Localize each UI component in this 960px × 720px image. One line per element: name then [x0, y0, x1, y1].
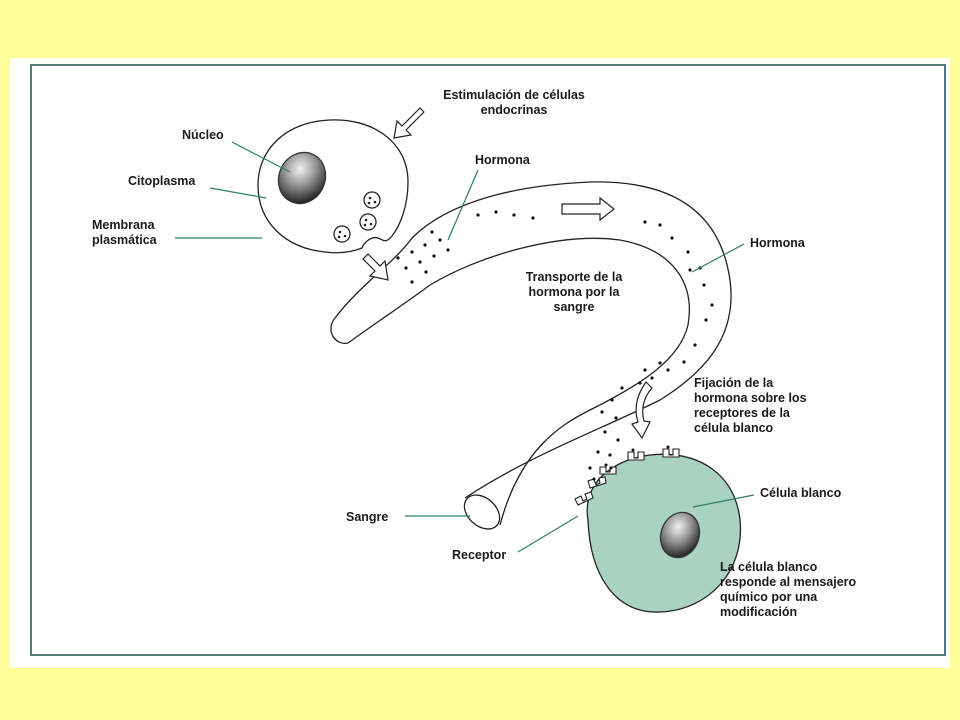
- receptor-shape: [662, 448, 680, 458]
- blood-vessel: [330, 181, 732, 530]
- label-cytoplasm: Citoplasma: [128, 174, 196, 188]
- flow-arrow-right: [561, 196, 615, 222]
- secretory-vesicles: [333, 191, 381, 243]
- label-receptor: Receptor: [452, 548, 507, 562]
- label-target-cell: Célula blanco: [760, 486, 842, 500]
- label-response: La célula blanco responde al mensajero q…: [720, 560, 857, 619]
- leader-lines: [175, 141, 755, 553]
- receptor-shape: [627, 451, 645, 461]
- label-binding: Fijación de la hormona sobre los recepto…: [694, 376, 807, 435]
- label-membrane: Membrana plasmática: [92, 218, 157, 247]
- arrow-stimulation: [393, 107, 425, 139]
- target-nucleus: [659, 511, 701, 559]
- arrow-release: [362, 253, 389, 281]
- label-nucleus: Núcleo: [182, 128, 224, 142]
- label-stimulation: Estimulación de células endocrinas: [443, 88, 585, 117]
- target-cell: [586, 453, 742, 613]
- diagram-panel: [10, 58, 950, 668]
- hormone-dots: [396, 210, 714, 470]
- label-blood: Sangre: [346, 510, 389, 524]
- label-transport: Transporte de la hormona por la sangre: [525, 270, 623, 314]
- flow-arrows: [362, 107, 653, 440]
- receptors: [574, 448, 680, 506]
- arrow-down-to-receptors: [631, 381, 653, 440]
- receptor-shape: [587, 476, 607, 489]
- diagram-frame: [30, 64, 946, 656]
- label-hormone-top: Hormona: [475, 153, 530, 167]
- endocrine-nucleus: [277, 151, 327, 205]
- endocrine-cell: [257, 119, 409, 254]
- label-hormone-right: Hormona: [750, 236, 805, 250]
- receptor-shape: [574, 491, 594, 506]
